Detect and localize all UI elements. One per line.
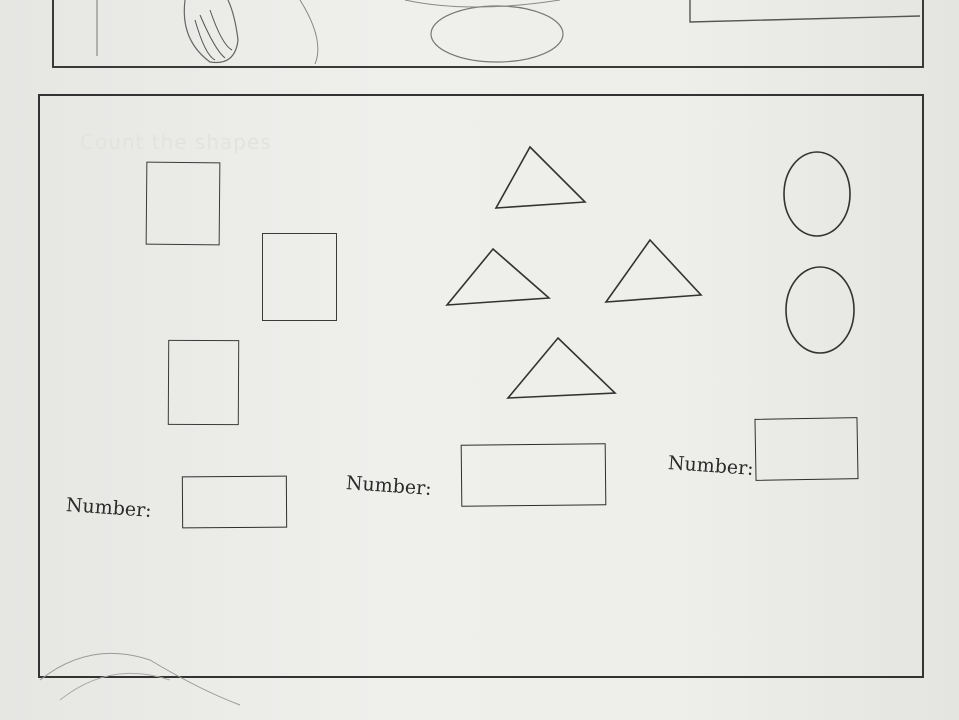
circle-shape — [783, 151, 851, 237]
triangle-shape — [494, 145, 587, 209]
circle-shape — [785, 266, 855, 354]
rectangle-shape — [262, 233, 337, 321]
triangle-shape — [445, 247, 551, 306]
screen-title: Count the shapes — [80, 130, 272, 154]
circle-count-input[interactable] — [754, 417, 859, 481]
partial-box — [689, 0, 921, 23]
shaded-blob-icon — [183, 0, 239, 64]
triangle-shape — [506, 336, 617, 399]
triangle-shape — [604, 238, 703, 303]
triangle-count-input[interactable] — [460, 443, 607, 507]
previous-screen-sketch — [96, 0, 921, 65]
rectangle-count-input[interactable] — [181, 475, 288, 529]
count-shapes-screen — [38, 94, 924, 678]
partial-oval-left — [299, 0, 319, 65]
previous-screen-panel — [52, 0, 924, 68]
partial-oval-button — [430, 5, 564, 63]
